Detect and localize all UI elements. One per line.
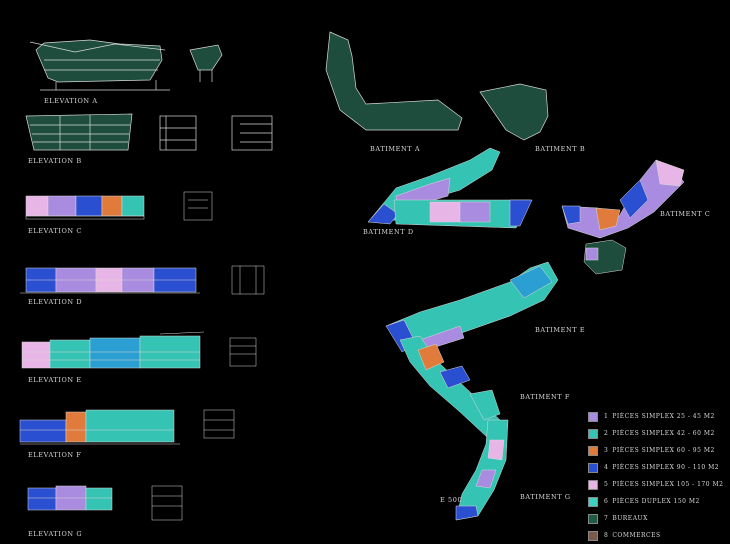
batiment-g-label: BATIMENT G [520,493,571,501]
batiment-c-label: BATIMENT C [660,210,711,218]
elevation-e-drawing [21,331,257,369]
batiment-c-plan [561,159,685,275]
legend-swatch [588,462,598,473]
elevation-b-drawing [25,113,273,151]
batiment-a-label: BATIMENT A [370,145,421,153]
legend-number: 2 [604,430,609,437]
legend-label: PIÈCES SIMPLEX 90 - 110 M2 [612,464,720,471]
elevation-a-drawing [29,39,223,91]
legend-swatch [588,530,598,541]
elevation-f-label: ELEVATION F [28,451,82,459]
legend-number: 7 [604,515,609,522]
batiment-d-plan [367,147,533,229]
elevation-g-label: ELEVATION G [28,530,83,538]
elevation-e-label: ELEVATION E [28,376,82,384]
legend-label: PIÈCES SIMPLEX 60 - 95 M2 [612,447,715,454]
elevation-d-drawing [20,265,265,295]
legend-label: PIÈCES SIMPLEX 105 - 170 M2 [612,481,724,488]
legend-number: 6 [604,498,609,505]
legend-swatch [588,428,598,439]
elevation-d-label: ELEVATION D [28,298,83,306]
legend-number: 4 [604,464,609,471]
elevation-c-label: ELEVATION C [28,227,82,235]
batiment-f-label: BATIMENT F [520,393,571,401]
batiment-b-label: BATIMENT B [535,145,586,153]
legend-label: PIÈCES SIMPLEX 25 - 45 M2 [612,413,715,420]
legend-swatch [588,479,598,490]
legend-label: PIÈCES DUPLEX 150 M2 [612,498,700,505]
batiment-g-plan [455,419,509,521]
batiment-a-plan [325,31,463,131]
scale-label: E 500 [440,496,463,504]
elevation-a-label: ELEVATION A [44,97,98,105]
batiment-b-plan [479,83,549,141]
legend-swatch [588,445,598,456]
legend-swatch [588,496,598,507]
legend-number: 3 [604,447,609,454]
batiment-f-plan [399,335,501,439]
legend-swatch [588,411,598,422]
elevation-g-drawing [27,485,183,521]
legend-swatch [588,513,598,524]
elevation-c-drawing [25,191,213,221]
legend-number: 1 [604,413,609,420]
elevation-f-drawing [19,409,235,445]
batiment-d-label: BATIMENT D [363,228,414,236]
legend-label: PIÈCES SIMPLEX 42 - 60 M2 [612,430,715,437]
legend-label: COMMERCES [612,532,661,539]
batiment-e-label: BATIMENT E [535,326,586,334]
elevation-b-label: ELEVATION B [28,157,82,165]
legend-number: 8 [604,532,609,539]
legend-label: BUREAUX [612,515,648,522]
legend-number: 5 [604,481,609,488]
